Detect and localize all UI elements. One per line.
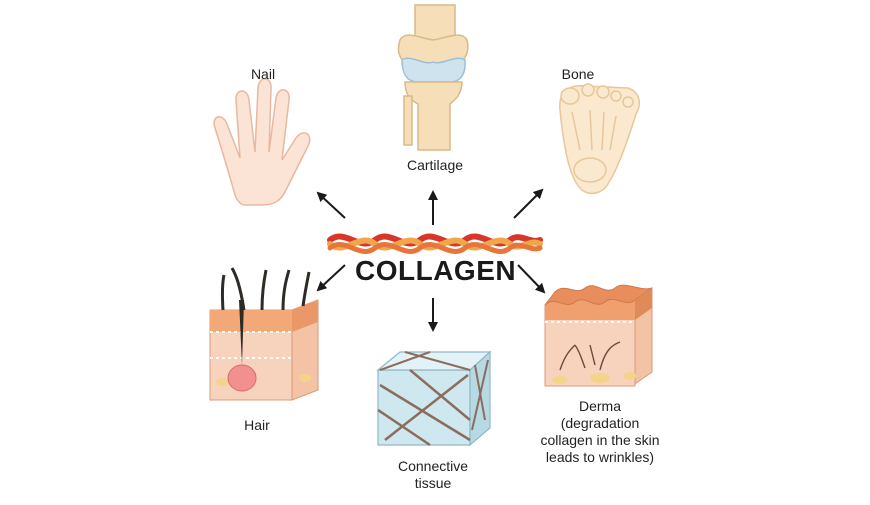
hair-follicle-icon [209,267,319,401]
collagen-title: COLLAGEN [355,255,517,286]
arrow-to-bone [513,188,544,219]
label-derma: Derma (degradation collagen in the skin … [525,398,675,466]
label-derma-line-4: leads to wrinkles) [545,449,655,465]
foot-bone-icon [559,83,641,195]
label-cartilage: Cartilage [406,157,464,173]
label-connective-line-1: Connective [397,458,469,474]
arrow-to-derma [517,264,546,294]
knee-joint-icon [397,4,469,151]
hand-icon [213,78,311,206]
skin-layer-icon [544,284,653,387]
arrow-to-hair [316,264,346,292]
arrows [316,188,546,332]
label-hair: Hair [244,417,270,433]
label-nail: Nail [250,66,276,82]
label-derma-line-2: (degradation [560,415,640,431]
label-connective-tissue: Connective tissue [378,458,488,492]
label-derma-line-1: Derma [578,398,621,414]
connective-tissue-cube-icon [376,350,492,447]
arrow-to-nail [316,191,346,219]
label-derma-line-3: collagen in the skin [540,432,660,448]
collagen-triple-helix-icon [327,233,543,254]
label-bone: Bone [561,66,595,82]
label-connective-line-2: tissue [414,475,452,491]
